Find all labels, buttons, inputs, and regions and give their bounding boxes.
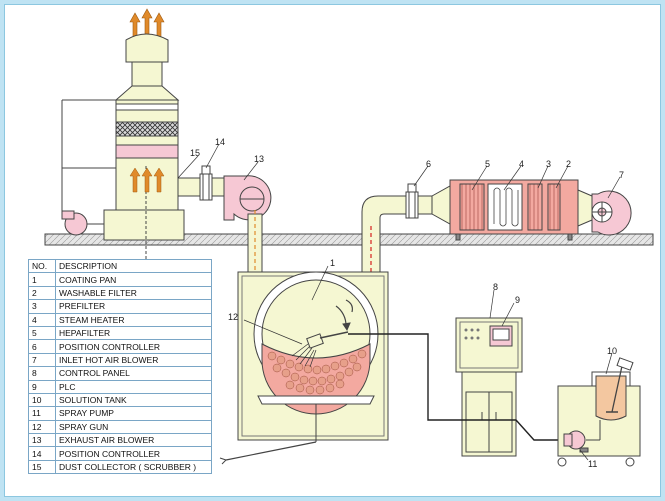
air-handling-unit xyxy=(431,179,593,241)
legend-description: HEPAFILTER xyxy=(55,325,212,341)
callout-1: 1 xyxy=(330,258,335,268)
callout-11: 11 xyxy=(588,459,597,469)
legend-header-description: DESCRIPTION xyxy=(55,258,212,274)
legend-description: COATING PAN xyxy=(55,272,212,287)
legend-description: STEAM HEATER xyxy=(55,312,212,327)
callout-9: 9 xyxy=(515,295,520,305)
legend-description: SPRAY GUN xyxy=(55,419,212,435)
exhaust-arrow xyxy=(153,12,165,39)
legend-description: PLC xyxy=(55,379,212,394)
legend-description: EXHAUST AIR BLOWER xyxy=(55,433,212,448)
hepafilter xyxy=(459,183,485,231)
inlet-hot-air-blower xyxy=(591,190,632,236)
legend-header-row: NO. DESCRIPTION xyxy=(28,258,212,274)
flow-arrow xyxy=(141,167,153,193)
legend-header-no: NO. xyxy=(28,258,56,274)
flow-arrow xyxy=(153,167,165,193)
solution-tank xyxy=(557,357,641,467)
spray-pump xyxy=(563,430,589,453)
flow-arrow xyxy=(129,167,141,193)
legend-description: POSITION CONTROLLER xyxy=(55,339,212,354)
exhaust-arrows xyxy=(129,8,165,39)
legend-no: 7 xyxy=(28,352,56,368)
legend-description: WASHABLE FILTER xyxy=(55,285,212,301)
callout-3: 3 xyxy=(546,159,551,169)
legend-description: DUST COLLECTOR ( SCRUBBER ) xyxy=(55,459,212,475)
legend-no: 9 xyxy=(28,379,56,394)
callout-12: 12 xyxy=(228,312,238,322)
exhaust-air-blower xyxy=(223,175,272,221)
legend-description: SOLUTION TANK xyxy=(55,392,212,408)
washable-filter xyxy=(547,183,561,231)
callout-14: 14 xyxy=(215,137,225,147)
callout-5: 5 xyxy=(485,159,490,169)
callout-numbers: 1 2 3 4 5 6 7 8 9 10 11 12 13 14 15 xyxy=(190,137,624,469)
legend-no: 6 xyxy=(28,339,56,354)
exhaust-duct xyxy=(177,165,229,201)
legend-no: 3 xyxy=(28,299,56,314)
legend-no: 12 xyxy=(28,419,56,435)
legend-no: 8 xyxy=(28,366,56,381)
legend-description: INLET HOT AIR BLOWER xyxy=(55,352,212,368)
callout-10: 10 xyxy=(607,346,617,356)
prefilter xyxy=(527,183,543,231)
legend-no: 14 xyxy=(28,446,56,461)
legend-no: 15 xyxy=(28,459,56,475)
legend-no: 2 xyxy=(28,285,56,301)
legend-no: 10 xyxy=(28,392,56,408)
legend-description: CONTROL PANEL xyxy=(55,366,212,381)
exhaust-arrow xyxy=(129,12,141,39)
legend-description: PREFILTER xyxy=(55,299,212,314)
callout-13: 13 xyxy=(254,154,264,164)
legend-no: 1 xyxy=(28,272,56,287)
legend-no: 5 xyxy=(28,325,56,341)
floor-slab xyxy=(44,233,654,246)
legend-no: 4 xyxy=(28,312,56,327)
callout-7: 7 xyxy=(619,170,624,180)
scrubber-flow-arrows xyxy=(129,167,165,193)
callout-4: 4 xyxy=(519,159,524,169)
control-panel xyxy=(455,317,523,457)
steam-heater xyxy=(487,183,523,231)
coating-pan-machine xyxy=(219,271,389,465)
legend-no: 11 xyxy=(28,406,56,421)
spray-gun-12 xyxy=(306,333,324,349)
legend-description: POSITION CONTROLLER xyxy=(55,446,212,461)
callout-2: 2 xyxy=(566,159,571,169)
callout-6: 6 xyxy=(426,159,431,169)
callout-8: 8 xyxy=(493,282,498,292)
callout-leaders xyxy=(177,143,621,461)
dust-collector-scrubber xyxy=(61,33,185,262)
legend-description: SPRAY PUMP xyxy=(55,406,212,421)
legend-no: 13 xyxy=(28,433,56,448)
position-controller-14 xyxy=(201,165,211,175)
position-controller-6 xyxy=(407,183,417,193)
signal-wiring xyxy=(348,333,562,441)
callout-15: 15 xyxy=(190,148,200,158)
